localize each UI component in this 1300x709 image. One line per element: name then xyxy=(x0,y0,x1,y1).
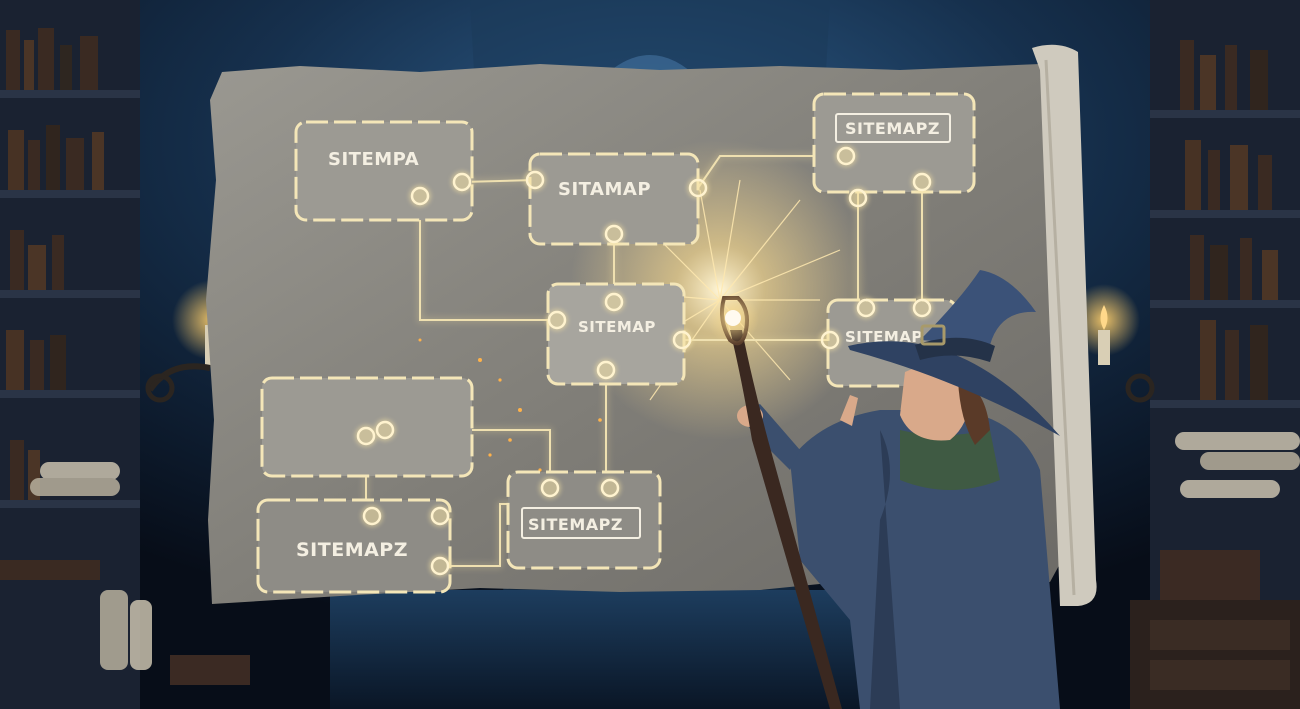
sitemap-node: SITEMAPZ xyxy=(812,92,976,194)
node-label: SITEMAPZ xyxy=(296,539,408,561)
scroll-pile-right xyxy=(1175,432,1300,498)
scroll-roll xyxy=(1032,44,1097,607)
sitemap-node: SITEMPA xyxy=(294,120,474,222)
wizard-hat-icon xyxy=(848,270,1060,436)
node-label: SITEMAPZ xyxy=(528,515,623,534)
wizard-raised-hand xyxy=(840,395,858,426)
node-label: SITEMAP xyxy=(845,328,923,346)
scroll-pile-left xyxy=(30,462,152,670)
node-label: SITEMAPZ xyxy=(845,119,940,138)
wizard-hair xyxy=(958,380,990,445)
sitemap-node: SITEMAPZ xyxy=(506,470,662,570)
sitemap-node: SITEMAP xyxy=(546,282,686,386)
right-bookshelf xyxy=(1130,0,1300,709)
magic-staff-icon xyxy=(707,292,842,709)
sitemap-node: SITEMAPZ xyxy=(256,498,452,594)
node-label: SITEMAP xyxy=(578,318,656,336)
left-bookshelf xyxy=(0,0,250,709)
wizard-robe xyxy=(790,410,1060,709)
node-label: SITAMAP xyxy=(558,179,651,200)
connector-nodes xyxy=(356,146,932,576)
node-label: SITEMPA xyxy=(328,149,419,170)
